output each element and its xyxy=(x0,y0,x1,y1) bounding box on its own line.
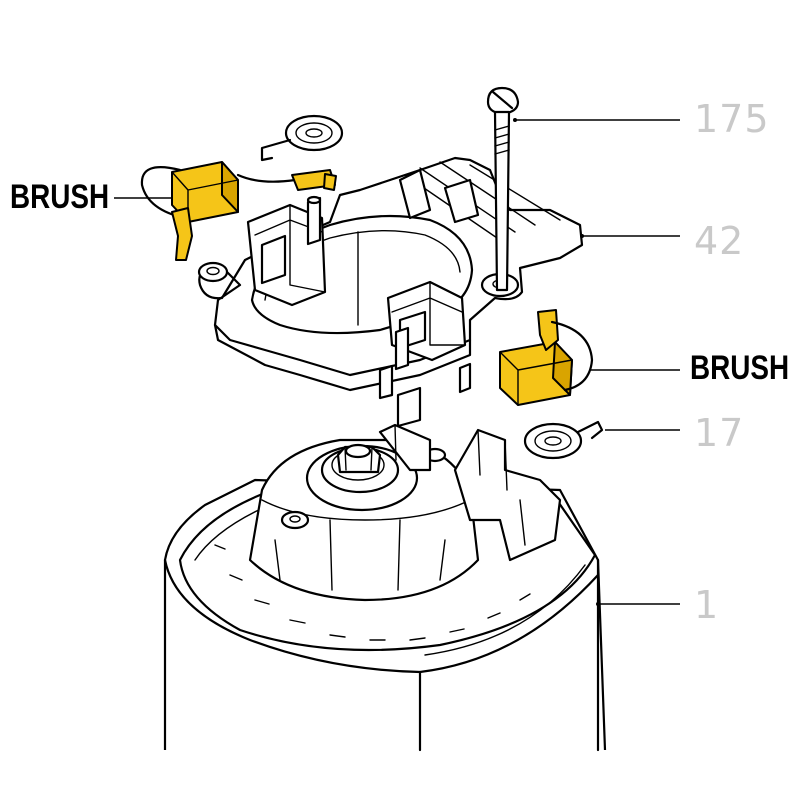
spring-upper xyxy=(260,114,344,162)
leader-dot-1 xyxy=(596,602,600,606)
spring-lower xyxy=(523,420,604,460)
motor-housing xyxy=(163,423,607,752)
carbon-brush-left xyxy=(140,161,337,261)
leader-dot-175 xyxy=(513,118,517,122)
carbon-brush-right xyxy=(499,309,594,406)
brush-holder-plate xyxy=(197,156,584,428)
leader-dot-42 xyxy=(580,234,584,238)
callout-brush-left: BRUSH xyxy=(10,178,110,216)
callout-brush-holder: 42 xyxy=(694,219,745,263)
callout-brush-right: BRUSH xyxy=(690,349,790,387)
leader-lines xyxy=(114,118,680,606)
callout-motor-housing: 1 xyxy=(694,583,720,627)
callout-screw: 175 xyxy=(694,97,770,141)
callout-spring: 17 xyxy=(694,411,745,455)
screw xyxy=(486,86,520,292)
